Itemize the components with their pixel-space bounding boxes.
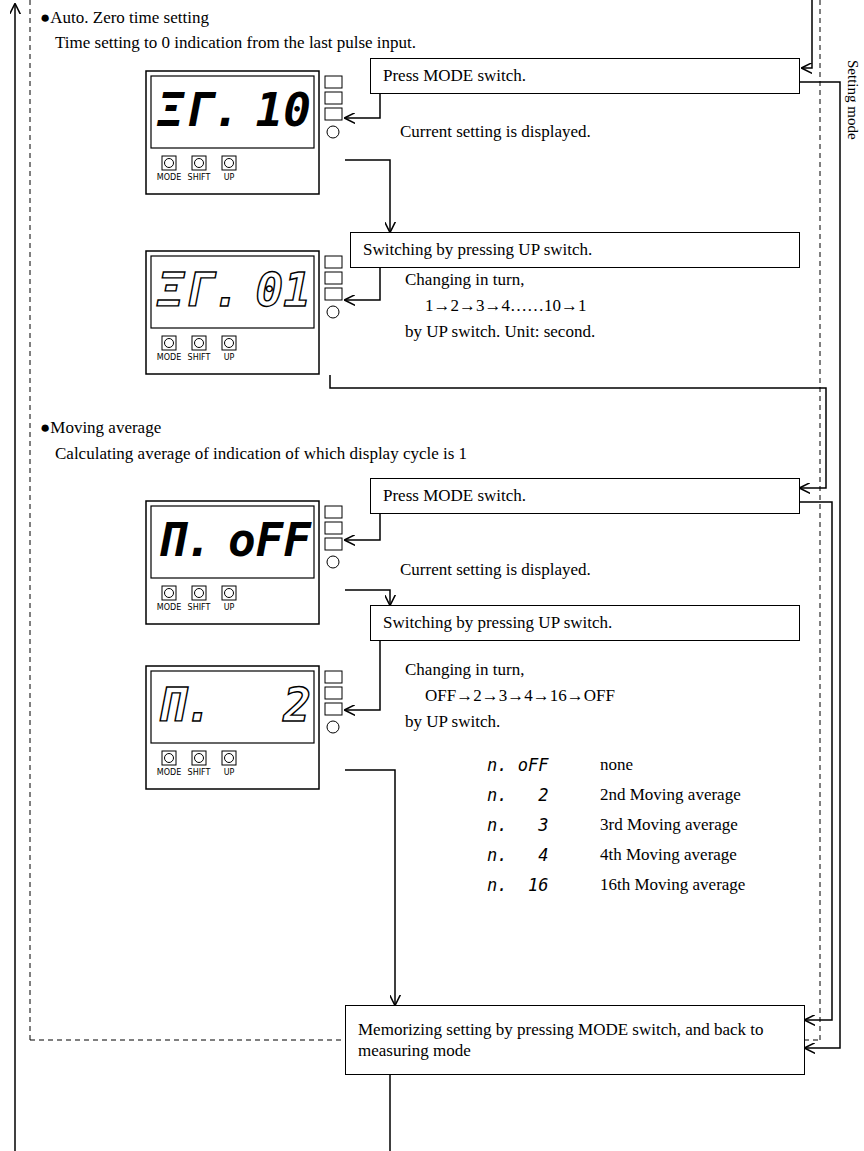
flow-connector [345,94,380,118]
display-readout: ΞΓ. [157,262,240,318]
note-text: Calculating average of indication of whi… [55,444,467,464]
display-readout: 01 [256,262,311,318]
note-text: ●Moving average [40,418,161,438]
flow-connector [800,502,832,1020]
button-label: UP [211,354,247,362]
flow-lines [15,0,812,1151]
led-display-panel: Π. 2MODESHIFTUP [145,665,345,790]
button-label: SHIFT [181,769,217,777]
note-text: 3rd Moving average [600,815,738,835]
button-label: SHIFT [181,354,217,362]
flow-connector [800,82,840,1048]
flow-connector [345,268,380,300]
exit-line [389,1075,391,1151]
note-text: 4th Moving average [600,845,737,865]
display-code: n. 2 [487,785,548,805]
process-box: Switching by pressing UP switch. [370,605,800,641]
box-text: Press MODE switch. [383,65,787,86]
process-box: Press MODE switch. [370,478,800,514]
button-label: MODE [151,769,187,777]
display-readout: oFF [228,512,311,568]
note-text: Changing in turn, [405,660,524,680]
display-code: n. oFF [487,755,548,775]
button-label: SHIFT [181,174,217,182]
button-label: MODE [151,604,187,612]
mode-caption: Setting mode [844,60,862,140]
note-text: 16th Moving average [600,875,745,895]
note-text: Current setting is displayed. [400,560,591,580]
return-line [14,4,16,1151]
led-display-panel: ΞΓ. 01MODESHIFTUP [145,250,345,375]
note-text: Current setting is displayed. [400,122,591,142]
flow-connector [345,590,390,605]
display-readout: ΞΓ. [157,82,240,138]
process-box: Switching by pressing UP switch. [350,232,800,268]
flow-connector [345,160,390,232]
display-readout: 2 [283,677,311,733]
note-text: 2nd Moving average [600,785,741,805]
button-label: UP [211,769,247,777]
display-code: n. 3 [487,815,548,835]
display-code: n. 16 [487,875,548,895]
note-text: by UP switch. Unit: second. [405,322,595,342]
note-text: 1→2→3→4……10→1 [425,296,587,316]
flow-connector [345,514,380,540]
note-text: none [600,755,633,775]
process-box: Press MODE switch. [370,58,800,94]
flow-connector [330,375,826,488]
display-readout: 10 [256,82,311,138]
box-text: Switching by pressing UP switch. [363,239,787,260]
note-text: Time setting to 0 indication from the la… [55,33,416,53]
note-text: ●Auto. Zero time setting [40,8,209,28]
display-readout: Π. [157,512,212,568]
flow-connector [345,770,395,1005]
button-label: SHIFT [181,604,217,612]
box-text: Switching by pressing UP switch. [383,612,787,633]
box-text: Press MODE switch. [383,485,787,506]
led-display-panel: ΞΓ. 10MODESHIFTUP [145,70,345,195]
display-code: n. 4 [487,845,548,865]
setting-mode-frame [30,0,820,1040]
led-display-panel: Π. oFF MODESHIFTUP [145,500,345,625]
note-text: Changing in turn, [405,270,524,290]
button-label: MODE [151,354,187,362]
button-label: UP [211,604,247,612]
note-text: by UP switch. [405,712,500,732]
button-label: MODE [151,174,187,182]
display-readout: Π. [157,677,212,733]
entry-line [802,0,812,68]
note-text: OFF→2→3→4→16→OFF [425,686,615,706]
flow-connector [345,641,380,710]
box-text: Memorizing setting by pressing MODE swit… [358,1019,792,1062]
process-box: Memorizing setting by pressing MODE swit… [345,1005,805,1075]
button-label: UP [211,174,247,182]
